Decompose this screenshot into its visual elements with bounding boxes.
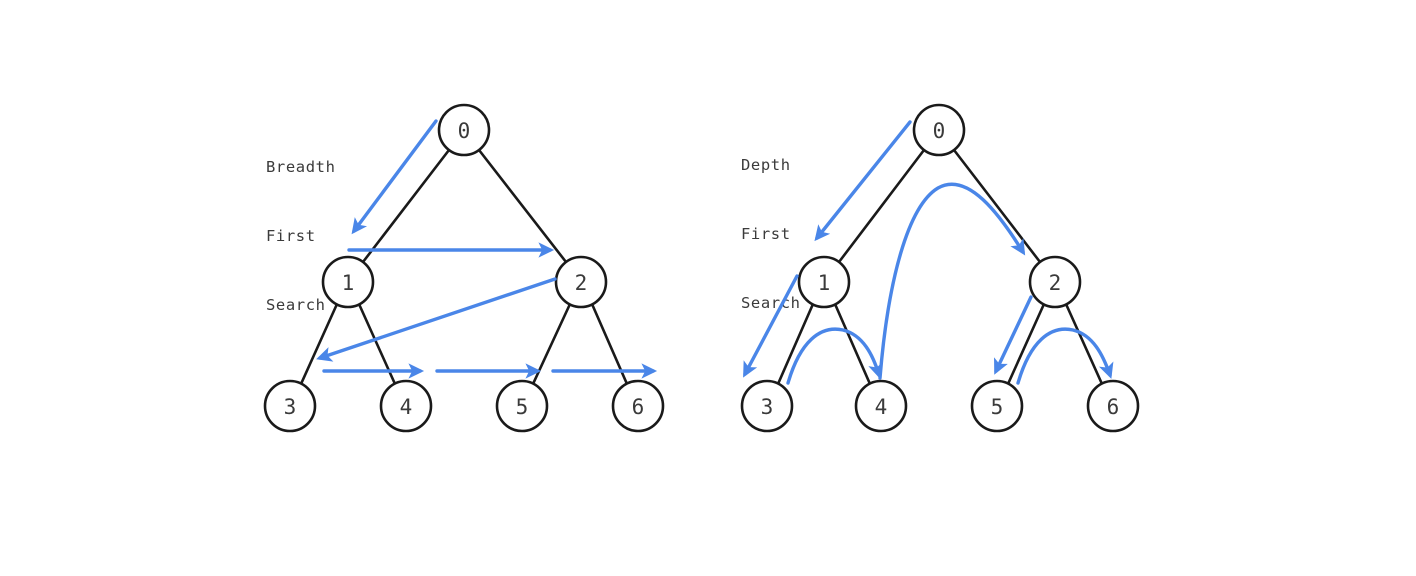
bfs-node-4-circle bbox=[379, 379, 433, 433]
bfs-traversal-arrows bbox=[316, 119, 658, 379]
dfs-edge-2-6 bbox=[1064, 302, 1104, 386]
dfs-node-1-label: 1 bbox=[818, 271, 831, 295]
bfs-node-6-label: 6 bbox=[632, 395, 645, 419]
dfs-node-0-label: 0 bbox=[933, 119, 946, 143]
dfs-node-6-circle bbox=[1086, 379, 1140, 433]
bfs-node-4[interactable]: 4 bbox=[379, 379, 433, 433]
dfs-node-1[interactable]: 1 bbox=[797, 255, 851, 309]
dfs-node-2-label: 2 bbox=[1049, 271, 1062, 295]
bfs-node-0-circle bbox=[437, 103, 491, 157]
bfs-node-2-label: 2 bbox=[575, 271, 588, 295]
dfs-edge-1-4 bbox=[833, 302, 872, 386]
dfs-node-6[interactable]: 6 bbox=[1086, 379, 1140, 433]
dfs-node-5-label: 5 bbox=[991, 395, 1004, 419]
dfs-node-2[interactable]: 2 bbox=[1028, 255, 1082, 309]
dfs-arrow-1-to-3 bbox=[743, 274, 799, 378]
dfs-nodes: 0 1 2 3 4 5 6 bbox=[740, 103, 1140, 433]
dfs-node-4-label: 4 bbox=[875, 395, 888, 419]
dfs-arrow-2-to-5 bbox=[994, 295, 1033, 375]
bfs-node-5-label: 5 bbox=[516, 395, 529, 419]
bfs-node-4-label: 4 bbox=[400, 395, 413, 419]
dfs-traversal-arrows bbox=[743, 120, 1114, 385]
bfs-node-3-circle bbox=[263, 379, 317, 433]
bfs-edge-0-2 bbox=[477, 148, 568, 264]
bfs-node-3[interactable]: 3 bbox=[263, 379, 317, 433]
bfs-edge-0-1 bbox=[361, 148, 451, 264]
bfs-caption: Breadth First Search bbox=[266, 110, 336, 363]
dfs-node-3-circle bbox=[740, 379, 794, 433]
dfs-arrow-0-to-1 bbox=[814, 120, 912, 242]
dfs-arrow-5-to-6 bbox=[1016, 327, 1114, 385]
dfs-arrow-3-to-4 bbox=[786, 327, 884, 385]
bfs-node-1[interactable]: 1 bbox=[321, 255, 375, 309]
bfs-node-2-circle bbox=[554, 255, 608, 309]
bfs-node-2[interactable]: 2 bbox=[554, 255, 608, 309]
bfs-node-6-circle bbox=[611, 379, 665, 433]
bfs-edge-1-3 bbox=[299, 302, 339, 386]
bfs-arrow-2-to-3 bbox=[316, 277, 557, 362]
dfs-node-6-label: 6 bbox=[1107, 395, 1120, 419]
dfs-edge-0-2 bbox=[952, 148, 1042, 264]
bfs-node-3-label: 3 bbox=[284, 395, 297, 419]
bfs-node-0-label: 0 bbox=[458, 119, 471, 143]
dfs-node-1-circle bbox=[797, 255, 851, 309]
dfs-tree-edges bbox=[776, 148, 1104, 386]
dfs-caption-line-2: First bbox=[741, 225, 791, 243]
dfs-node-3[interactable]: 3 bbox=[740, 379, 794, 433]
dfs-node-3-label: 3 bbox=[761, 395, 774, 419]
dfs-node-0[interactable]: 0 bbox=[912, 103, 966, 157]
bfs-node-0[interactable]: 0 bbox=[437, 103, 491, 157]
bfs-node-5-circle bbox=[495, 379, 549, 433]
bfs-caption-line-3: Search bbox=[266, 296, 326, 314]
dfs-node-2-circle bbox=[1028, 255, 1082, 309]
bfs-node-1-circle bbox=[321, 255, 375, 309]
dfs-edge-0-1 bbox=[837, 148, 926, 264]
dfs-node-5[interactable]: 5 bbox=[970, 379, 1024, 433]
bfs-node-5[interactable]: 5 bbox=[495, 379, 549, 433]
dfs-edge-1-3 bbox=[776, 302, 815, 386]
dfs-node-4-circle bbox=[854, 379, 908, 433]
bfs-caption-line-1: Breadth bbox=[266, 158, 336, 176]
dfs-arrow-4-to-2 bbox=[878, 182, 1026, 380]
bfs-arrow-0-to-1 bbox=[351, 119, 438, 235]
bfs-nodes: 0 1 2 3 4 5 6 bbox=[263, 103, 665, 433]
dfs-edge-2-5 bbox=[1006, 302, 1046, 386]
dfs-node-0-circle bbox=[912, 103, 966, 157]
bfs-node-6[interactable]: 6 bbox=[611, 379, 665, 433]
dfs-node-4[interactable]: 4 bbox=[854, 379, 908, 433]
dfs-caption-line-1: Depth bbox=[741, 156, 791, 174]
bfs-node-1-label: 1 bbox=[342, 271, 355, 295]
bfs-caption-line-2: First bbox=[266, 227, 316, 245]
dfs-node-5-circle bbox=[970, 379, 1024, 433]
